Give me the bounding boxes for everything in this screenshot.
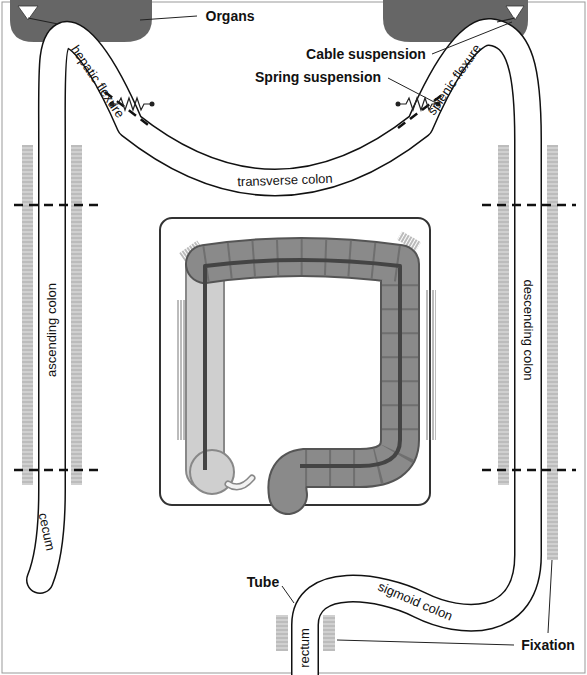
part-label: Fixation [521, 637, 575, 653]
part-label: Tube [247, 574, 279, 590]
part-label: Organs [205, 8, 254, 24]
leader-lines [140, 16, 552, 645]
cable [497, 18, 515, 22]
segment-label: ascending colon [45, 283, 60, 377]
part-label: Cable suspension [306, 46, 426, 62]
part-label: Spring suspension [255, 69, 381, 85]
cable [28, 18, 58, 24]
spring [112, 98, 438, 110]
fixation-strips [22, 145, 558, 651]
colon-tube [40, 32, 528, 675]
segment-label: descending colon [521, 279, 536, 380]
cable-anchor [506, 6, 524, 20]
inset-illustration [160, 218, 436, 505]
cable-anchor [18, 6, 38, 20]
segment-label: rectum [298, 628, 313, 668]
